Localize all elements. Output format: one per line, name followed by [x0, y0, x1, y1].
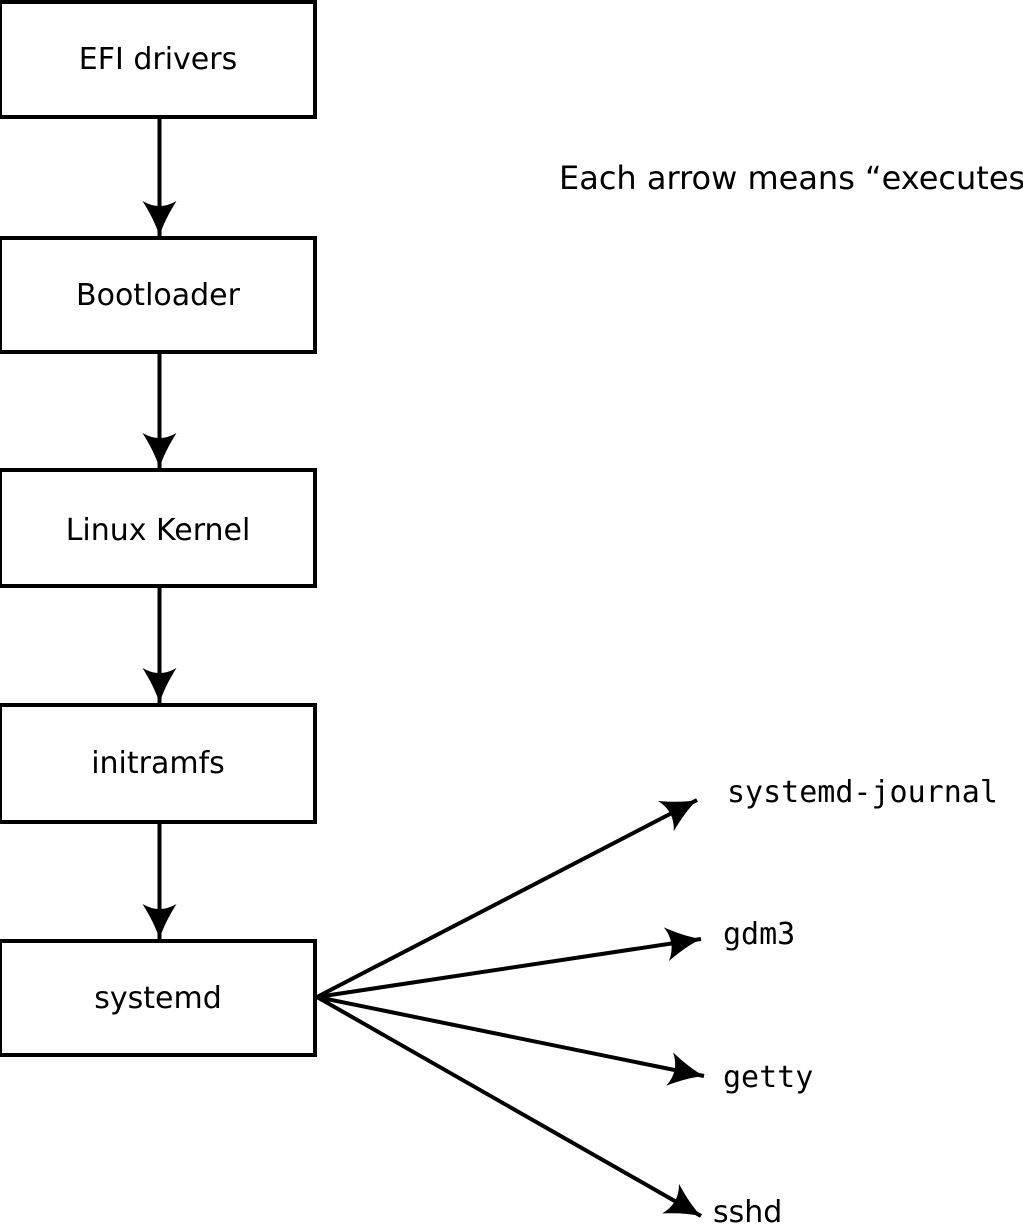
node-efi-drivers: EFI drivers [0, 0, 317, 119]
node-label-initramfs: initramfs [91, 746, 225, 781]
node-bootloader: Bootloader [0, 236, 317, 354]
node-label-efi-drivers: EFI drivers [79, 42, 237, 77]
spawned-label-gdm3: gdm3 [723, 917, 795, 952]
node-initramfs: initramfs [0, 703, 317, 824]
spawned-label-sshd: sshd [713, 1195, 782, 1230]
spawned-label-getty: getty [723, 1060, 813, 1095]
arrow-systemd-to-gdm3 [316, 927, 702, 999]
arrow-systemd-to-systemd-journal [316, 798, 698, 999]
node-systemd: systemd [0, 939, 317, 1057]
arrow-systemd-to-sshd [316, 995, 702, 1218]
arrow-systemd-to-getty [316, 995, 705, 1086]
node-label-systemd: systemd [94, 981, 222, 1016]
node-box-efi-drivers [0, 0, 317, 119]
node-box-systemd [0, 939, 317, 1057]
node-label-linux-kernel: Linux Kernel [66, 513, 251, 548]
spawned-label-systemd-journal: systemd-journal [727, 775, 998, 810]
node-box-initramfs [0, 703, 317, 824]
node-box-bootloader [0, 236, 317, 354]
node-linux-kernel: Linux Kernel [0, 468, 317, 588]
node-label-bootloader: Bootloader [76, 278, 241, 313]
arrow-meaning-note: Each arrow means “executes”. [559, 159, 1023, 197]
node-box-linux-kernel [0, 468, 317, 588]
